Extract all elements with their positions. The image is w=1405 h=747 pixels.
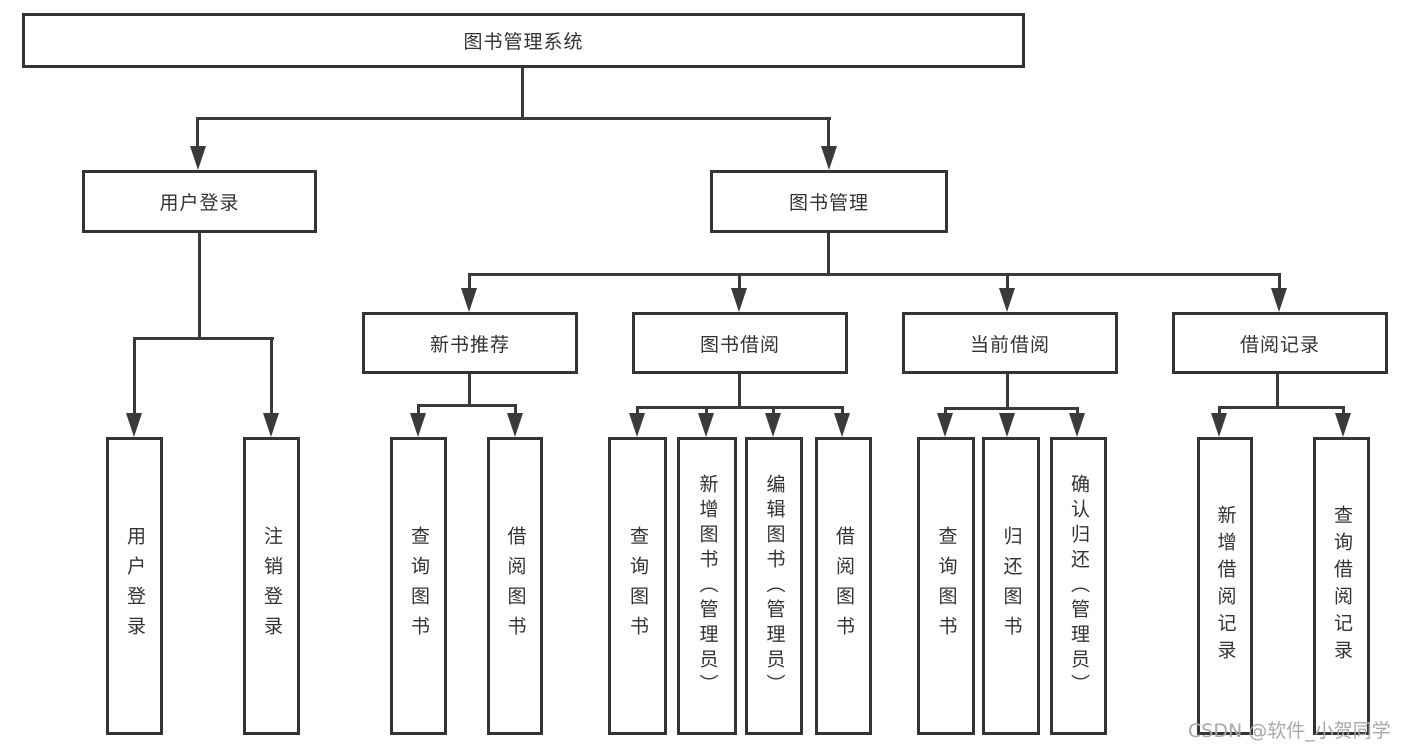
connector-line	[1278, 273, 1281, 291]
connector-line	[198, 233, 201, 340]
connector-line	[1276, 374, 1279, 409]
arrow-down-icon	[999, 413, 1015, 437]
connector-line	[772, 406, 775, 416]
connector-line	[636, 406, 844, 409]
leaf-return-books: 归还图书	[982, 437, 1040, 735]
node-label: 用户登录	[124, 526, 146, 646]
connector-line	[1342, 406, 1345, 416]
arrow-down-icon	[765, 413, 781, 437]
leaf-query-books-current: 查询图书	[917, 437, 975, 735]
node-label: 新增借阅记录	[1214, 505, 1237, 667]
connector-line	[468, 273, 471, 291]
node-label: 新增图书（管理员）	[696, 473, 719, 699]
connector-line	[196, 117, 831, 120]
leaf-logout: 注销登录	[243, 437, 300, 735]
leaf-query-borrow-record: 查询借阅记录	[1313, 437, 1370, 735]
connector-line	[468, 273, 1281, 276]
leaf-query-books-borrow: 查询图书	[608, 437, 667, 735]
connector-line	[841, 406, 844, 416]
connector-line	[417, 404, 517, 407]
connector-line	[133, 337, 274, 340]
connector-line	[133, 337, 136, 416]
arrow-down-icon	[821, 146, 837, 170]
node-label: 用户登录	[159, 192, 240, 214]
connector-line	[636, 406, 639, 416]
arrow-down-icon	[1069, 413, 1085, 437]
node-label: 查询图书	[935, 526, 958, 646]
connector-line	[1218, 406, 1345, 409]
node-label: 查询图书	[627, 526, 649, 646]
node-label: 借阅图书	[833, 526, 855, 646]
node-label: 确认归还（管理员）	[1068, 473, 1090, 699]
csdn-watermark: CSDN @软件_小贺同学	[1188, 720, 1391, 742]
arrow-down-icon	[190, 146, 206, 170]
node-label: 借阅图书	[504, 526, 527, 646]
connector-line	[1006, 374, 1009, 410]
node-label: 查询借阅记录	[1331, 505, 1353, 667]
arrow-down-icon	[834, 413, 850, 437]
connector-line	[468, 374, 471, 407]
node-label: 图书管理系统	[463, 31, 584, 53]
arrow-down-icon	[1271, 288, 1287, 312]
node-label: 查询图书	[408, 526, 430, 646]
node-book-management: 图书管理	[710, 170, 948, 233]
node-new-book-recommend: 新书推荐	[362, 312, 578, 374]
arrow-down-icon	[126, 413, 142, 437]
arrow-down-icon	[461, 288, 477, 312]
connector-line	[738, 273, 741, 291]
leaf-add-books-admin: 新增图书（管理员）	[677, 437, 737, 735]
connector-line	[196, 117, 199, 151]
node-label: 图书管理	[788, 192, 869, 214]
arrow-down-icon	[999, 288, 1015, 312]
node-borrowing-records: 借阅记录	[1172, 312, 1388, 374]
connector-line	[827, 117, 830, 151]
node-label: 图书借阅	[699, 333, 780, 356]
arrow-down-icon	[731, 288, 747, 312]
connector-line	[738, 374, 741, 409]
leaf-borrow-books-recommend: 借阅图书	[487, 437, 543, 735]
arrow-down-icon	[1211, 413, 1227, 437]
connector-line	[1006, 273, 1009, 291]
arrow-down-icon	[698, 413, 714, 437]
leaf-confirm-return-admin: 确认归还（管理员）	[1050, 437, 1107, 735]
connector-line	[1218, 406, 1221, 416]
arrow-down-icon	[1335, 413, 1351, 437]
arrow-down-icon	[507, 413, 523, 437]
connector-line	[1076, 407, 1079, 416]
connector-line	[827, 233, 830, 275]
leaf-add-borrow-record: 新增借阅记录	[1197, 437, 1253, 735]
node-book-borrowing: 图书借阅	[632, 312, 848, 374]
leaf-user-login: 用户登录	[106, 437, 163, 735]
node-label: 注销登录	[261, 526, 283, 646]
node-label: 新书推荐	[429, 333, 510, 356]
connector-line	[944, 407, 1079, 410]
node-root-library-system: 图书管理系统	[22, 13, 1025, 68]
leaf-borrow-books: 借阅图书	[815, 437, 872, 735]
connector-line	[705, 406, 708, 416]
connector-line	[270, 337, 273, 416]
node-label: 归还图书	[1000, 526, 1023, 646]
node-label: 当前借阅	[969, 333, 1050, 356]
arrow-down-icon	[263, 413, 279, 437]
arrow-down-icon	[410, 413, 426, 437]
arrow-down-icon	[937, 413, 953, 437]
arrow-down-icon	[629, 413, 645, 437]
leaf-edit-books-admin: 编辑图书（管理员）	[745, 437, 803, 735]
connector-line	[514, 404, 517, 416]
node-label: 编辑图书（管理员）	[763, 473, 786, 699]
connector-line	[417, 404, 420, 416]
connector-line	[521, 68, 524, 120]
node-user-login: 用户登录	[82, 170, 317, 233]
connector-line	[944, 407, 947, 416]
leaf-query-books-recommend: 查询图书	[390, 437, 447, 735]
node-label: 借阅记录	[1239, 333, 1320, 356]
node-current-borrowing: 当前借阅	[902, 312, 1118, 374]
